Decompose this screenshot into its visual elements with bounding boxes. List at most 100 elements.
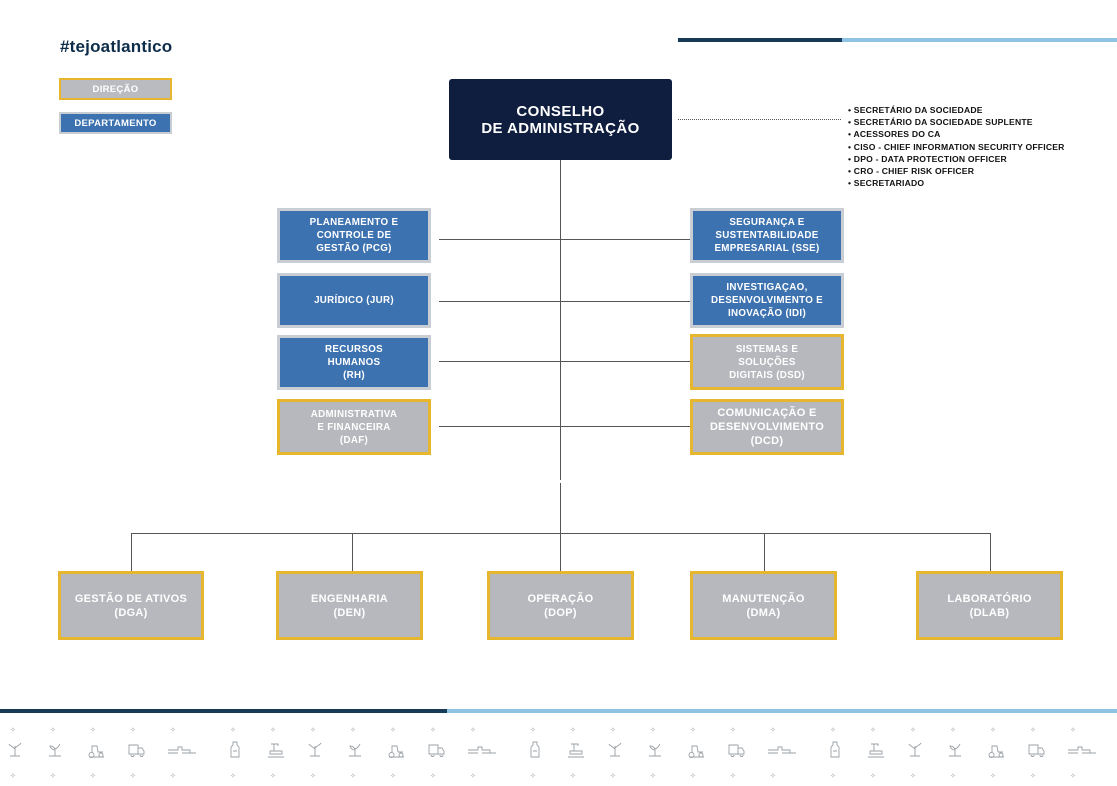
sparkle-icon: ✧ xyxy=(650,772,656,780)
unit-label-line: MANUTENÇÃO xyxy=(722,592,805,605)
unit-label-line: EMPRESARIAL (SSE) xyxy=(714,243,820,254)
drop-line xyxy=(131,533,132,572)
pipe-icon xyxy=(768,746,796,754)
support-unit: • SECRETARIADO xyxy=(848,178,925,189)
sparkle-icon: ✧ xyxy=(390,726,396,734)
sparkle-icon: ✧ xyxy=(430,726,436,734)
bottle-icon xyxy=(830,741,840,758)
unit-label-line: INOVAÇÃO (IDI) xyxy=(727,308,807,319)
unit-label-line: PLANEAMENTO E xyxy=(309,217,399,228)
unit-label-line: (DMA) xyxy=(746,606,781,619)
unit-label-line: SISTEMAS E xyxy=(735,343,799,355)
sparkle-icon: ✧ xyxy=(50,726,56,734)
board-of-directors-box: CONSELHO DE ADMINISTRAÇÃO xyxy=(449,79,672,160)
tap-icon xyxy=(868,743,884,758)
unit-label-line: (DEN) xyxy=(333,606,366,619)
unit-label-line: GESTÃO DE ATIVOS xyxy=(74,592,188,605)
sparkle-icon: ✧ xyxy=(310,726,316,734)
decorative-icon-pattern: ✧✧✧✧✧✧✧✧✧✧✧✧✧✧✧✧✧✧✧✧✧✧✧✧✧✧✧✧✧✧✧✧✧✧✧✧✧✧✧✧… xyxy=(8,726,1096,780)
legend-department: DEPARTAMENTO xyxy=(59,112,172,134)
sparkle-icon: ✧ xyxy=(310,772,316,780)
tap-icon xyxy=(568,743,584,758)
unit-label-line: E FINANCEIRA xyxy=(317,421,391,433)
sparkle-icon: ✧ xyxy=(770,726,776,734)
branch-line xyxy=(439,239,690,240)
pipe-icon xyxy=(168,746,196,754)
bottom-bus-line xyxy=(131,533,991,534)
sparkle-icon: ✧ xyxy=(470,726,476,734)
sparkle-icon: ✧ xyxy=(470,772,476,780)
unit-label-line: SOLUÇÕES xyxy=(738,356,796,368)
sparkle-icon: ✧ xyxy=(870,726,876,734)
truck-icon xyxy=(128,744,145,757)
pipe-icon xyxy=(1068,746,1096,754)
unit-box-den: ENGENHARIA(DEN) xyxy=(276,571,423,640)
sparkle-icon: ✧ xyxy=(610,772,616,780)
sparkle-icon: ✧ xyxy=(950,772,956,780)
sparkle-icon: ✧ xyxy=(910,726,916,734)
sparkle-icon: ✧ xyxy=(170,772,176,780)
drop-line xyxy=(352,533,353,572)
branch-line xyxy=(439,301,690,302)
sparkle-icon: ✧ xyxy=(830,726,836,734)
drop-line xyxy=(764,533,765,572)
plant-icon xyxy=(608,742,622,757)
support-unit: • SECRETÁRIO DA SOCIEDADE xyxy=(848,105,983,115)
sparkle-icon: ✧ xyxy=(90,726,96,734)
sparkle-icon: ✧ xyxy=(270,772,276,780)
truck-icon xyxy=(1028,744,1045,757)
plant-icon xyxy=(908,742,922,757)
sparkle-icon: ✧ xyxy=(1070,772,1076,780)
pipe-icon xyxy=(468,746,496,754)
sparkle-icon: ✧ xyxy=(1030,726,1036,734)
seedling-icon xyxy=(49,743,61,757)
seedling-icon xyxy=(949,743,961,757)
support-unit: • SECRETÁRIO DA SOCIEDADE SUPLENTE xyxy=(848,117,1033,128)
unit-label-line: SUSTENTABILIDADE xyxy=(715,230,819,241)
truck-icon xyxy=(728,744,745,757)
main-spine-line xyxy=(560,160,561,480)
tap-icon xyxy=(268,743,284,758)
board-title-line1: CONSELHO xyxy=(516,102,605,120)
plant-icon xyxy=(8,742,22,757)
unit-box-dop: OPERAÇÃO(DOP) xyxy=(487,571,634,640)
sparkle-icon: ✧ xyxy=(10,772,16,780)
sparkle-icon: ✧ xyxy=(730,726,736,734)
branch-line xyxy=(439,361,690,362)
unit-label-line: CONTROLE DE xyxy=(316,230,392,241)
sparkle-icon: ✧ xyxy=(730,772,736,780)
sparkle-icon: ✧ xyxy=(1030,772,1036,780)
support-unit: • ACESSORES DO CA xyxy=(848,129,941,140)
sparkle-icon: ✧ xyxy=(990,726,996,734)
sparkle-icon: ✧ xyxy=(270,726,276,734)
bottom-accent-bar-light xyxy=(447,709,1117,713)
support-units-list: • SECRETÁRIO DA SOCIEDADE • SECRETÁRIO D… xyxy=(848,104,1065,189)
sparkle-icon: ✧ xyxy=(230,772,236,780)
sparkle-icon: ✧ xyxy=(830,772,836,780)
unit-label-line: (DAF) xyxy=(339,434,369,446)
sparkle-icon: ✧ xyxy=(570,726,576,734)
legend-direction: DIREÇÃO xyxy=(59,78,172,100)
unit-label-line: LABORATÓRIO xyxy=(947,592,1032,605)
sparkle-icon: ✧ xyxy=(170,726,176,734)
sparkle-icon: ✧ xyxy=(430,772,436,780)
unit-label-line: (DGA) xyxy=(114,606,148,619)
drop-line xyxy=(990,533,991,572)
sparkle-icon: ✧ xyxy=(690,726,696,734)
sparkle-icon: ✧ xyxy=(1070,726,1076,734)
unit-label-line: (DCD) xyxy=(750,435,784,447)
truck-icon xyxy=(428,744,445,757)
sparkle-icon: ✧ xyxy=(990,772,996,780)
seedling-icon xyxy=(349,743,361,757)
sparkle-icon: ✧ xyxy=(130,772,136,780)
unit-box-dlab: LABORATÓRIO(DLAB) xyxy=(916,571,1063,640)
sparkle-icon: ✧ xyxy=(50,772,56,780)
unit-label-line: DESENVOLVIMENTO E xyxy=(711,295,823,306)
drop-line xyxy=(560,533,561,572)
hashtag: #tejoatlantico xyxy=(60,37,173,56)
